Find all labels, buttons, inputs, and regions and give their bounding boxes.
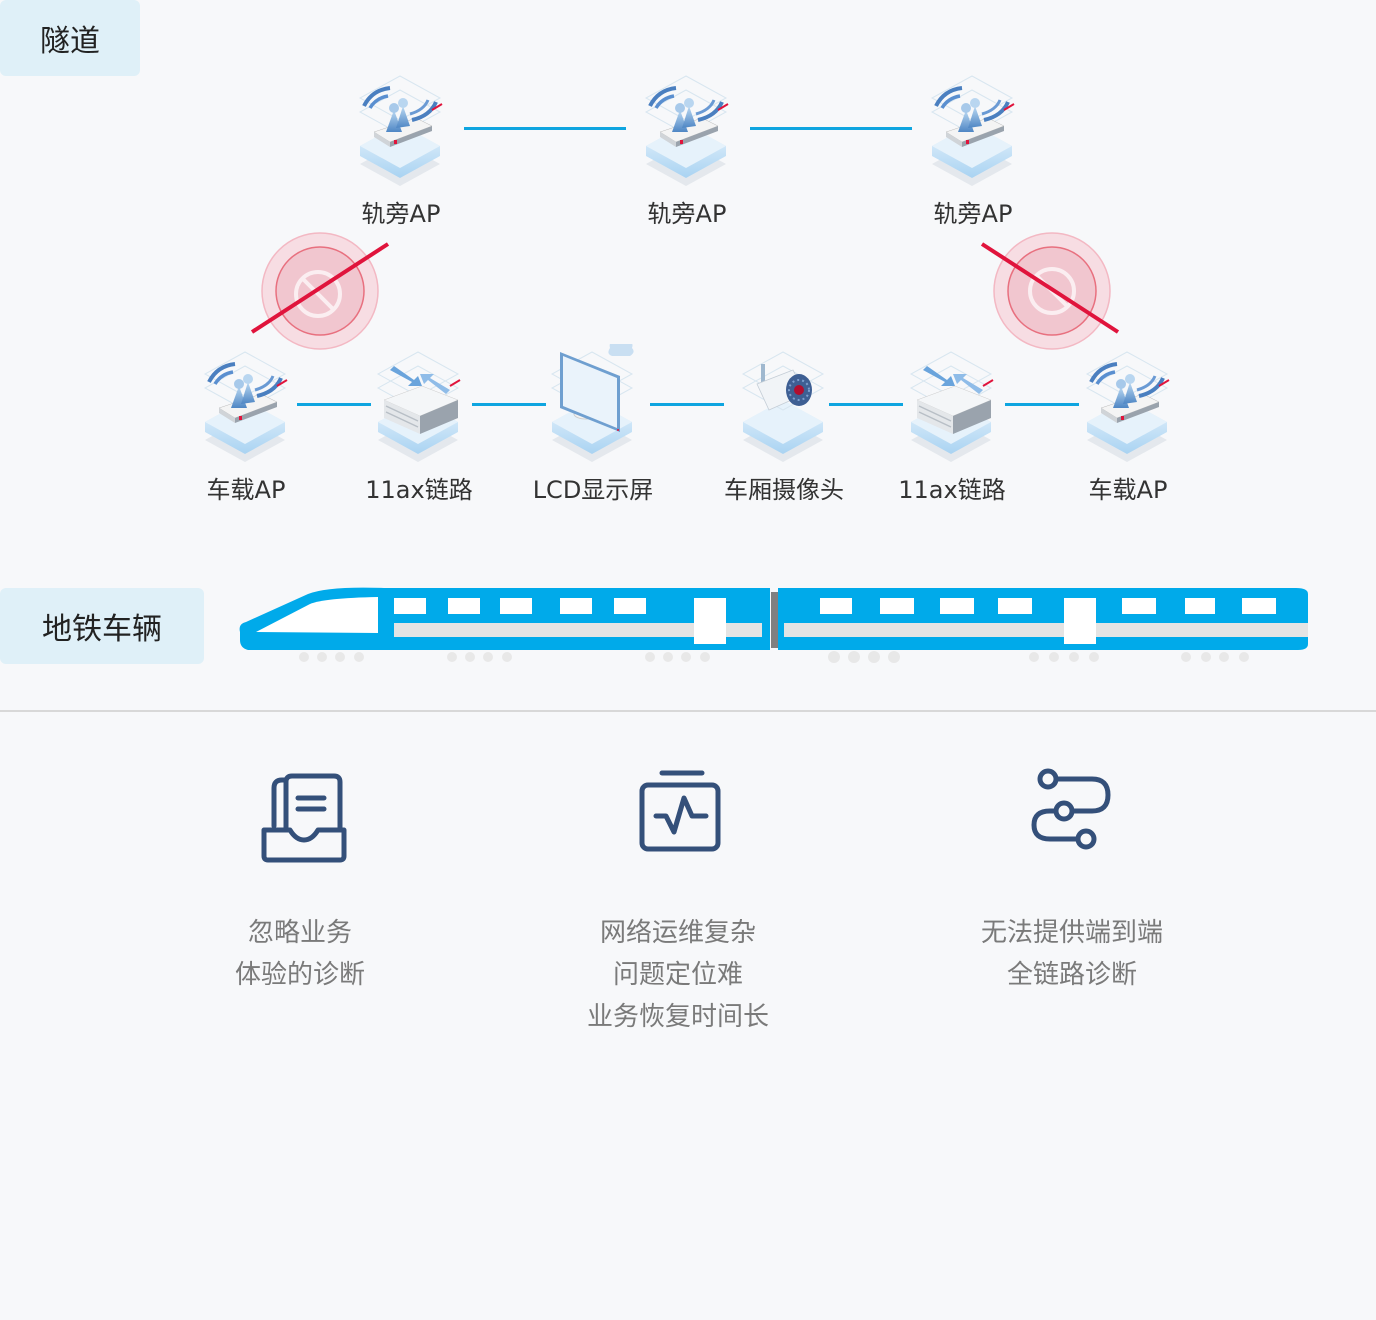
feature-text-line: 忽略业务 [247,918,352,948]
wireless-ap-icon [356,68,446,188]
blocked-link-line [980,242,1120,334]
document-tray-icon [261,773,347,863]
feature-text-line: 全链路诊断 [1006,960,1137,990]
node-label: 车载AP [206,476,286,504]
node-label: 轨旁AP [647,200,727,228]
feature-item: 网络运维复杂 问题定位难 业务恢复时间长 [528,768,828,1038]
vehicle-node: 11ax链路 [354,344,484,505]
camera-icon [739,344,829,464]
blocked-link-line [250,242,390,334]
tunnel-link [750,127,912,130]
wireless-ap-icon [928,68,1018,188]
vehicle-node: 11ax链路 [887,344,1017,505]
node-label: 车厢摄像头 [724,476,844,504]
vehicle-link [829,403,903,406]
node-label: 轨旁AP [933,200,1013,228]
vehicle-node: LCD显示屏 [528,344,658,505]
feature-text-line: 问题定位难 [612,960,743,990]
wireless-ap-icon [642,68,732,188]
tunnel-section-label: 隧道 [0,0,140,76]
vehicle-section-label: 地铁车辆 [0,588,204,664]
vehicle-link [1005,403,1079,406]
feature-text-line: 网络运维复杂 [599,918,756,948]
node-label: 11ax链路 [898,476,1006,504]
monitor-pulse-icon [639,770,721,852]
vehicle-link [297,403,371,406]
train-car-front [239,587,771,662]
vehicle-node: 车载AP [1063,344,1193,505]
blocked-core [275,246,365,336]
node-label: LCD显示屏 [532,476,654,504]
node-label: 11ax链路 [365,476,473,504]
wireless-ap-icon [201,344,291,464]
vehicle-node: 车载AP [181,344,311,505]
wireless-ap-icon [1083,344,1173,464]
vehicle-node: 车厢摄像头 [719,344,849,505]
tunnel-ap-node: 轨旁AP [908,68,1038,229]
blocked-link-left [250,232,390,350]
tunnel-ap-node: 轨旁AP [622,68,752,229]
feature-text-line: 业务恢复时间长 [586,1002,769,1032]
vehicle-link [472,403,546,406]
monitor-icon [548,344,638,464]
node-label: 车载AP [1088,476,1168,504]
switch-icon [374,344,464,464]
node-label: 轨旁AP [361,200,441,228]
prohibited-icon [294,270,342,318]
vehicle-link [650,403,724,406]
section-divider [0,710,1376,712]
tunnel-link [464,127,626,130]
switch-icon [907,344,997,464]
feature-text-line: 无法提供端到端 [980,918,1163,948]
feature-text-line: 体验的诊断 [234,960,365,990]
blocked-link-right [980,232,1120,350]
feature-item: 忽略业务 体验的诊断 [150,768,450,996]
subway-train-illustration [239,587,1308,663]
train-car-rear [778,588,1308,663]
route-path-icon [1031,768,1111,850]
feature-item: 无法提供端到端 全链路诊断 [922,768,1222,996]
train-coupler [771,592,779,648]
tunnel-ap-node: 轨旁AP [336,68,466,229]
